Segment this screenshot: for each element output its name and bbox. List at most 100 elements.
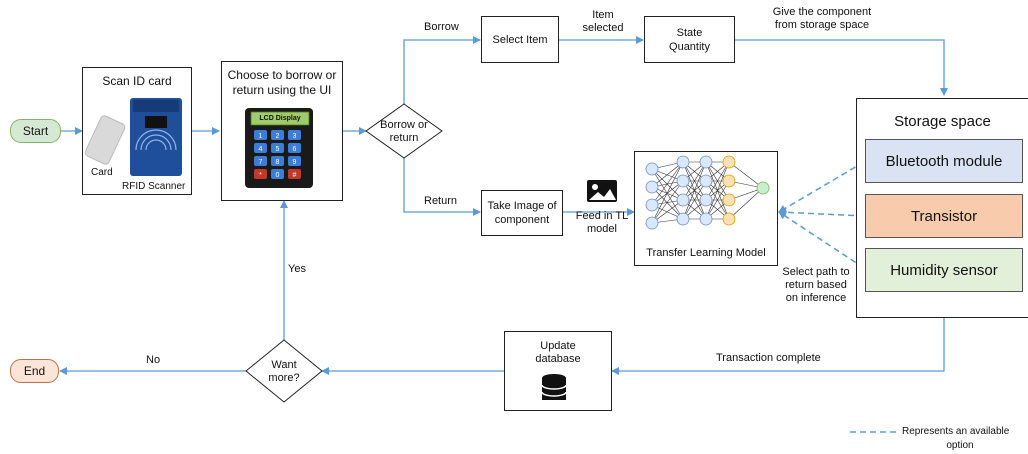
transfer-learning-title: Transfer Learning Model	[646, 247, 766, 259]
take-image-line1: Take Image of	[487, 200, 557, 212]
nn-connection	[651, 168, 684, 201]
nn-connection	[682, 161, 707, 220]
edge-borrow	[403, 36, 481, 104]
keypad-key	[271, 130, 284, 140]
give-component-line2: from storage space	[774, 19, 870, 31]
image-icon	[587, 180, 617, 202]
nn-node	[676, 212, 690, 226]
keypad-key-label: 6	[293, 146, 297, 153]
nn-connection	[682, 161, 707, 201]
nn-node	[676, 155, 690, 169]
scan-id-card-box: Scan ID card	[82, 67, 192, 195]
humidity-sensor-item: Humidity sensor	[865, 248, 1023, 292]
nn-node	[676, 193, 690, 207]
keypad-key	[271, 143, 284, 153]
edge-dashed-humidity	[778, 211, 865, 269]
nn-connection	[682, 180, 707, 220]
state-quantity-box: State Quantity	[644, 16, 735, 63]
nn-connection	[651, 199, 684, 224]
keypad-key	[271, 169, 284, 179]
want-more-line2: more?	[268, 372, 300, 384]
transaction-complete-label: Transaction complete	[716, 352, 821, 364]
keypad-key-label: 2	[276, 133, 280, 140]
nn-connection	[651, 186, 684, 220]
lcd-display-label: LCD Display	[259, 115, 301, 122]
select-path-line1: Select path to	[782, 266, 850, 278]
nn-connection	[705, 161, 730, 220]
keypad-key	[288, 130, 301, 140]
nn-node	[722, 174, 736, 188]
id-card-icon	[84, 115, 126, 165]
state-quantity-line2: Quantity	[669, 41, 710, 53]
nn-node	[722, 193, 736, 207]
return-edge-label: Return	[424, 195, 458, 207]
nn-node	[756, 181, 770, 195]
feed-tl-line1: Feed in TL	[575, 210, 629, 222]
nn-node	[676, 174, 690, 188]
keypad-key	[288, 156, 301, 166]
edge-storage-update	[611, 318, 945, 375]
give-component-line1: Give the component	[772, 6, 872, 18]
neural-network-icon	[645, 155, 770, 230]
database-icon	[541, 374, 567, 400]
nn-node	[722, 212, 736, 226]
decision-borrow-return-shape	[365, 103, 443, 159]
keypad-key-label: 8	[276, 159, 280, 166]
nn-node	[645, 162, 659, 176]
keypad-key	[288, 169, 301, 179]
rfid-illustration	[84, 98, 182, 176]
nn-node	[722, 155, 736, 169]
select-path-line2: return based	[785, 279, 847, 291]
take-image-line2: component	[494, 214, 550, 226]
scan-id-card-title: Scan ID card	[102, 74, 172, 88]
yes-edge-label: Yes	[288, 263, 306, 275]
borrow-or-return-line1: Borrow or	[380, 119, 428, 131]
select-path-line3: on inference	[785, 292, 847, 304]
nn-connection	[651, 180, 684, 224]
take-image-box: Take Image of component	[481, 190, 563, 236]
choose-title-line1: Choose to borrow or	[227, 68, 337, 82]
rfid-scanner-label: RFID Scanner	[122, 181, 186, 192]
edge-return	[403, 158, 481, 216]
keypad-key-label: #	[293, 172, 297, 179]
nn-connection	[705, 161, 730, 201]
nn-node	[699, 174, 713, 188]
nn-connection	[705, 180, 730, 220]
keypad-key	[254, 130, 267, 140]
no-edge-label: No	[146, 354, 161, 366]
nn-node	[645, 198, 659, 212]
update-database-box: Update database	[504, 331, 612, 411]
legend-text-line1: Represents an available	[902, 426, 1010, 437]
nn-connection	[651, 161, 684, 224]
decision-want-more-shape	[245, 339, 323, 403]
nn-connection	[728, 161, 764, 189]
edge-state-storage	[735, 39, 948, 96]
update-database-line2: database	[535, 353, 581, 365]
keypad-key	[254, 169, 267, 179]
nn-node	[699, 212, 713, 226]
item-selected-line2: selected	[582, 22, 624, 34]
borrow-or-return-line2: return	[389, 132, 419, 144]
keypad-key	[254, 156, 267, 166]
nn-connection	[651, 161, 684, 206]
choose-borrow-return-box: Choose to borrow or return using the UI	[221, 61, 343, 201]
lcd-display-icon	[250, 111, 310, 126]
select-item-text: Select Item	[492, 33, 548, 46]
keypad-key-label: 4	[259, 146, 263, 153]
nn-node	[699, 193, 713, 207]
card-label: Card	[91, 167, 113, 178]
choose-title-line2: return using the UI	[232, 83, 332, 97]
keypad-key-label: 7	[259, 159, 263, 166]
keypad-key-label: 1	[259, 133, 263, 140]
nn-node	[699, 155, 713, 169]
keypad-key-label: 5	[276, 146, 280, 153]
rfid-scanner-icon	[130, 98, 182, 176]
nn-connection	[651, 161, 684, 188]
keypad-key-label: 0	[276, 172, 280, 179]
transfer-learning-box: Transfer Learning Model	[634, 151, 778, 266]
keypad-key-label: 9	[293, 159, 297, 166]
nn-connection	[651, 168, 684, 220]
borrow-edge-label: Borrow	[424, 21, 459, 33]
state-quantity-line1: State	[676, 27, 703, 39]
